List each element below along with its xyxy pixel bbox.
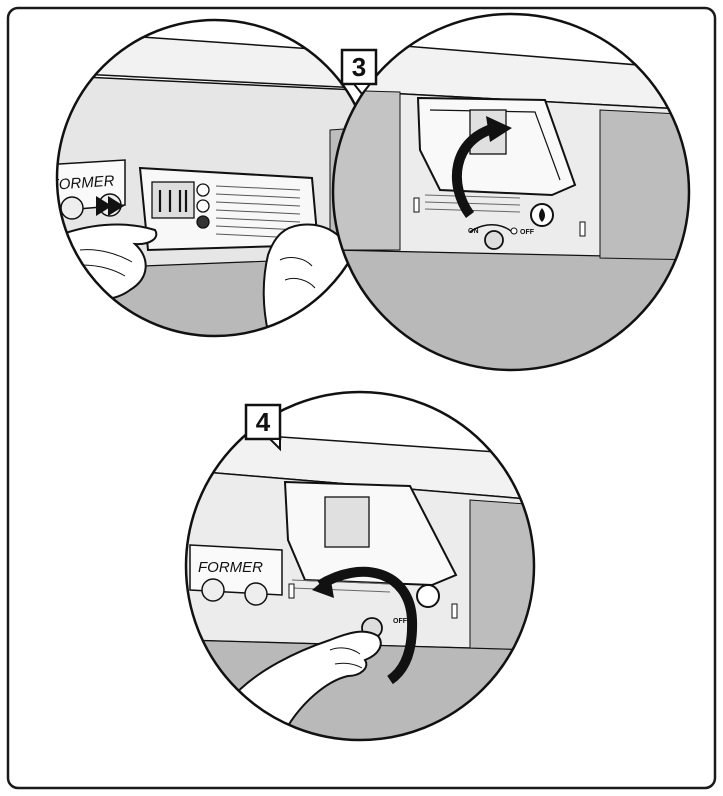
off-label: OFF (520, 229, 535, 236)
step-3-number: 3 (352, 52, 366, 82)
on-label: ON (468, 228, 479, 235)
step4-illustration: FORMER OFF (180, 390, 540, 750)
step-4-number: 4 (256, 407, 271, 437)
display-window (152, 182, 194, 218)
knob-icon (245, 583, 267, 605)
knob-icon (202, 579, 224, 601)
knob-icon (61, 197, 83, 219)
knob-icon (485, 231, 503, 249)
brand-text: FORMER (198, 559, 263, 576)
off-label: OFF (393, 618, 408, 625)
flame-icon (417, 585, 439, 607)
